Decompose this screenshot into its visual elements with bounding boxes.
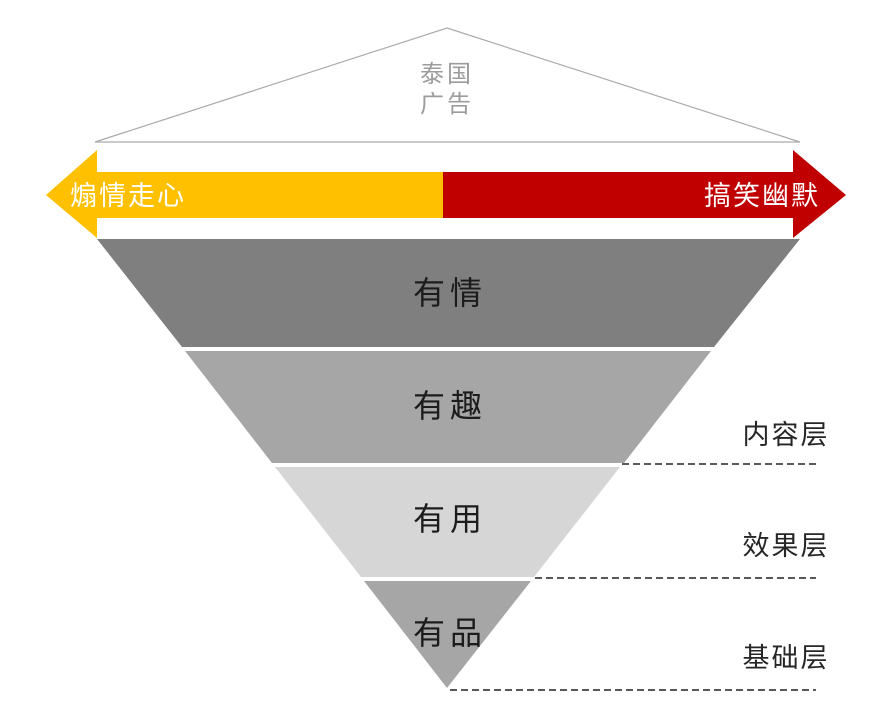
arrow-right-bar <box>443 172 795 218</box>
arrow-right-head <box>793 150 846 238</box>
tier-label-base: 基础层 <box>743 643 830 673</box>
inverted-funnel: 有情 有趣 有用 有品 <box>97 239 800 688</box>
roof-title-line2: 广告 <box>420 91 474 118</box>
funnel-layer-1-label: 有情 <box>413 275 487 311</box>
arrow-left-label: 煽情走心 <box>70 181 186 211</box>
funnel-layer-4 <box>364 581 531 688</box>
arrow-left-bar <box>95 172 443 218</box>
funnel-layer-2 <box>185 351 711 463</box>
roof-triangle <box>94 27 801 143</box>
spectrum-arrow: 煽情走心 搞笑幽默 <box>46 150 846 238</box>
tier-label-content: 内容层 <box>743 420 830 450</box>
funnel-layer-4-label: 有品 <box>413 615 487 651</box>
funnel-layer-3 <box>275 467 620 577</box>
funnel-layer-3-label: 有用 <box>413 501 487 537</box>
tier-label-effect: 效果层 <box>743 531 830 561</box>
funnel-layer-2-label: 有趣 <box>413 388 487 424</box>
arrow-right-label: 搞笑幽默 <box>704 181 820 211</box>
arrow-left-head <box>46 150 97 238</box>
roof-title-line1: 泰国 <box>420 61 474 88</box>
funnel-layer-1 <box>97 239 800 347</box>
